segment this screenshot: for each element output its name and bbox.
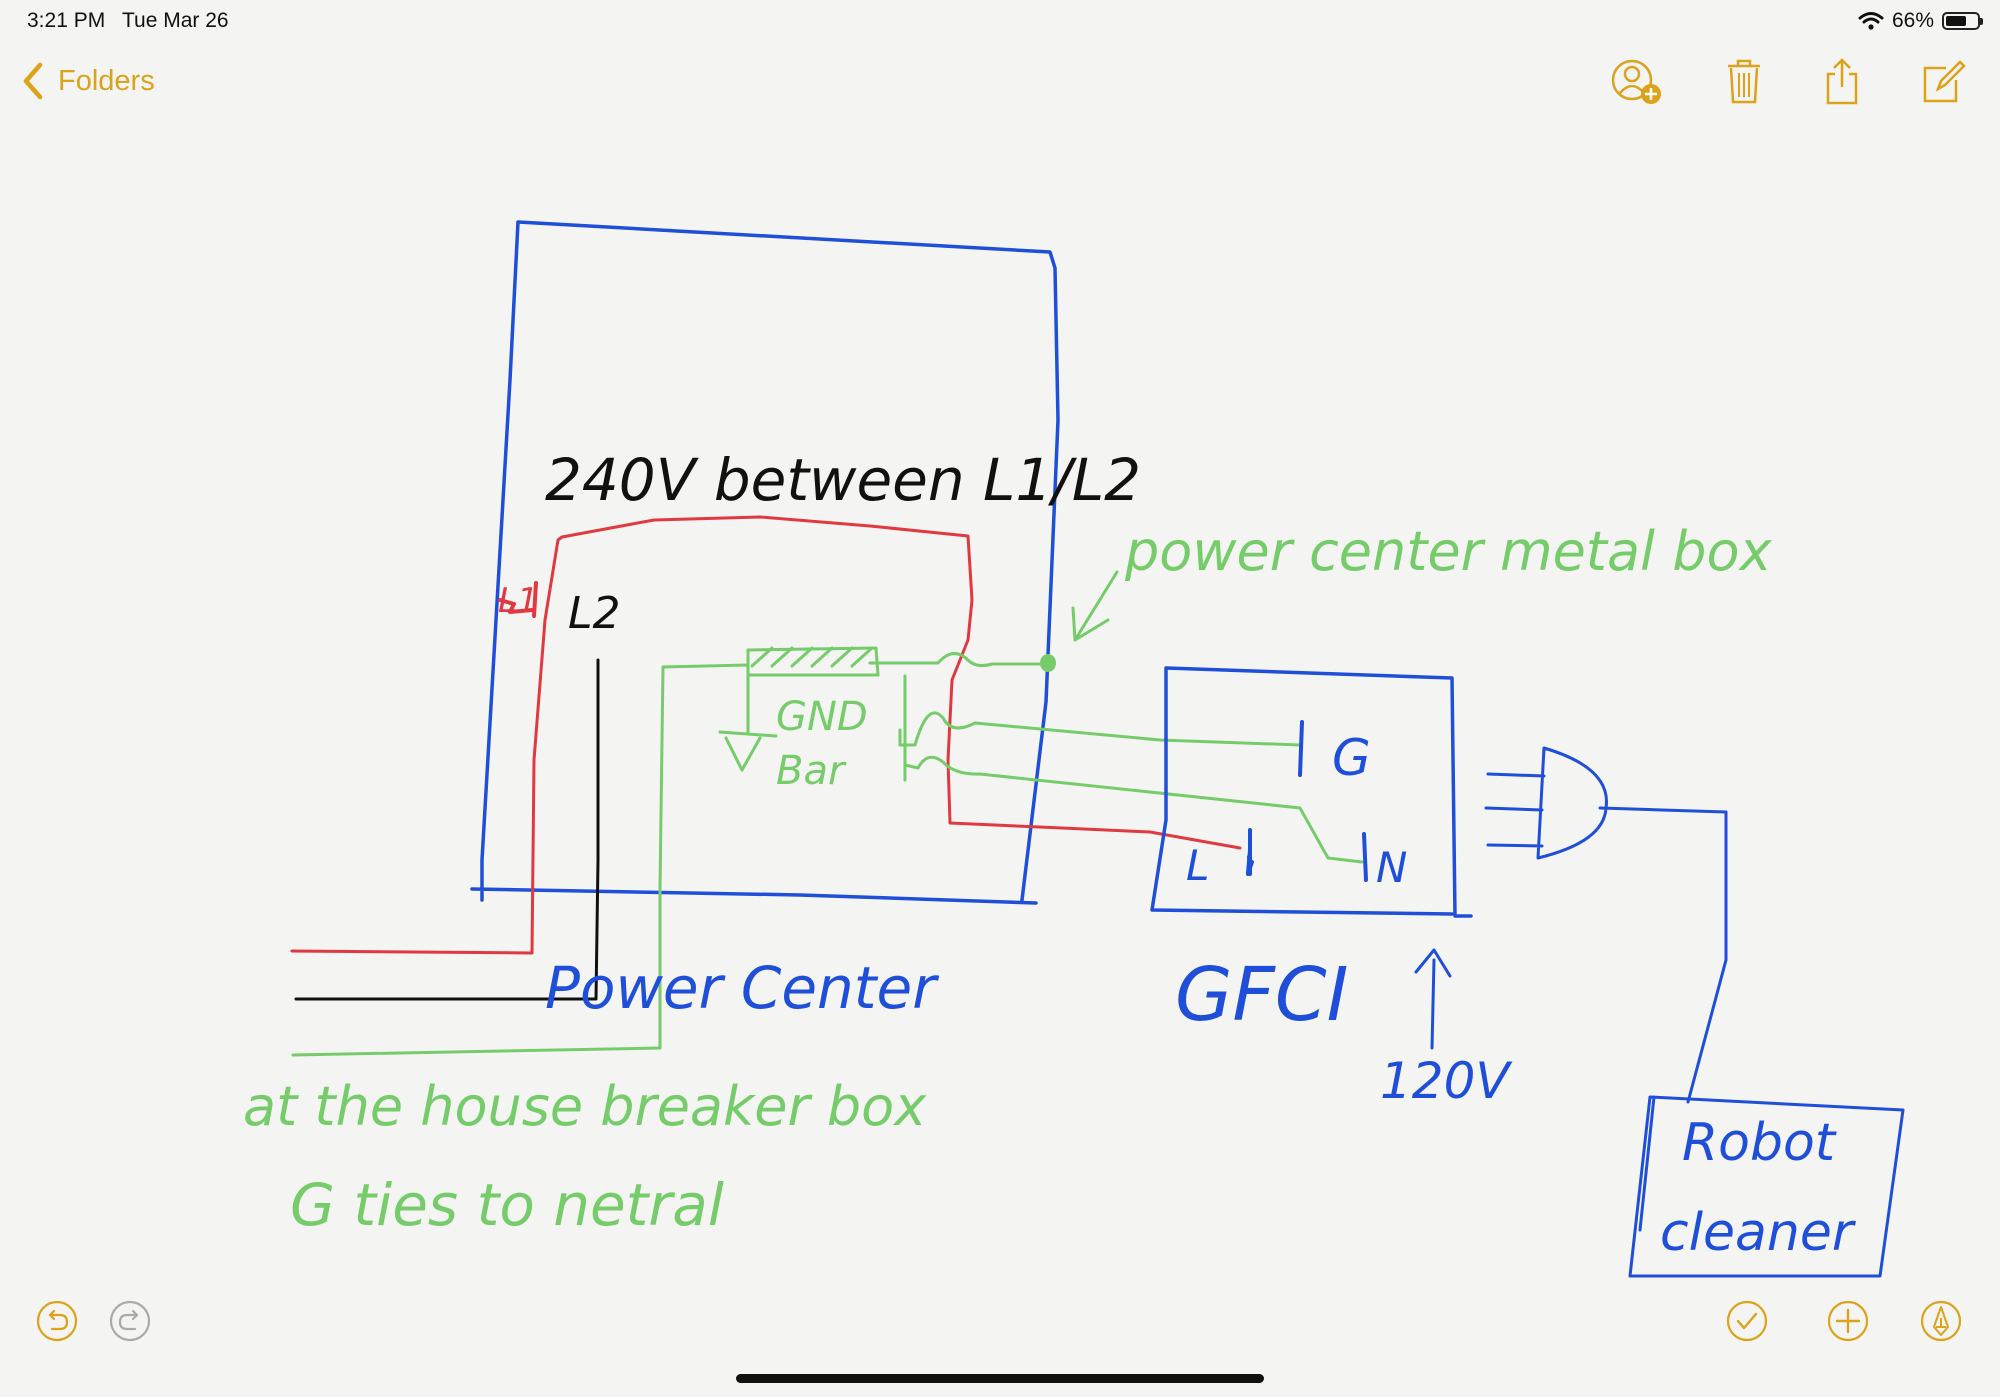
status-date: Tue Mar 26 <box>122 9 229 32</box>
breaker-note-1: at the house breaker box <box>243 1075 927 1138</box>
status-bar: 3:21 PM Tue Mar 26 66% <box>0 0 2000 42</box>
robot-cable <box>1686 810 1728 1104</box>
gfci-n-label: N <box>1376 843 1407 892</box>
l1-marker <box>498 581 538 618</box>
share-icon <box>1826 58 1858 105</box>
l2-wire <box>294 658 600 1001</box>
gfci-g-label: G <box>1332 729 1371 787</box>
power-center-box <box>470 220 1060 905</box>
ground-wire <box>291 646 1046 1057</box>
gnd-bar-label-2: Bar <box>776 748 847 794</box>
home-indicator[interactable] <box>736 1374 1264 1383</box>
nav-bar: Folders <box>0 56 2000 106</box>
wifi-icon <box>1858 12 1884 30</box>
battery-fill <box>1946 16 1966 26</box>
pen-circle-icon <box>1920 1300 1962 1342</box>
voltage-note: 240V between L1/L2 <box>545 446 1141 514</box>
gnd-symbol <box>718 673 778 772</box>
supply-120v-label: 120V <box>1380 1052 1513 1110</box>
robot-label-1: Robot <box>1682 1113 1837 1173</box>
metal-box-note: power center metal box <box>1124 520 1773 583</box>
redo-icon <box>109 1300 151 1342</box>
compose-button[interactable] <box>1916 56 1968 108</box>
battery-icon <box>1942 12 1983 30</box>
gnd-bar-hatching <box>750 646 874 668</box>
plus-circle-icon <box>1827 1300 1869 1342</box>
power-center-label: Power Center <box>545 954 939 1022</box>
redo-button[interactable] <box>109 1300 151 1342</box>
gfci-label: GFCI <box>1175 952 1348 1038</box>
ground-junction <box>1040 654 1056 672</box>
compose-icon <box>1923 60 1966 103</box>
gfci-box <box>1150 666 1473 918</box>
label-l1: L1 <box>498 581 539 621</box>
undo-icon <box>36 1300 78 1342</box>
trash-button[interactable] <box>1718 56 1770 108</box>
add-button[interactable] <box>1827 1300 1869 1342</box>
battery-percent: 66% <box>1891 9 1934 32</box>
markup-button[interactable] <box>1920 1300 1962 1342</box>
add-person-button[interactable] <box>1608 56 1661 108</box>
gnd-bar-label-1: GND <box>776 694 868 740</box>
chevron-left-icon <box>23 62 43 100</box>
undo-button[interactable] <box>36 1300 78 1342</box>
add-person-icon <box>1611 59 1661 104</box>
gfci-terminal-n <box>1362 832 1368 882</box>
robot-box <box>1628 1095 1905 1278</box>
status-time: 3:21 PM <box>27 9 106 32</box>
share-button[interactable] <box>1816 56 1868 108</box>
l1-wire <box>290 515 1242 955</box>
gfci-l-label: L <box>1186 841 1209 890</box>
trash-icon <box>1728 59 1760 104</box>
checklist-button[interactable] <box>1726 1300 1768 1342</box>
back-label: Folders <box>58 64 155 97</box>
neutral-wire <box>898 674 1364 864</box>
breaker-note-2: G ties to netral <box>290 1171 724 1239</box>
status-right: 66% <box>1858 8 1983 34</box>
checkmark-circle-icon <box>1726 1300 1768 1342</box>
plug <box>1484 746 1728 860</box>
label-l2: L2 <box>568 588 621 639</box>
robot-label-2: cleaner <box>1660 1203 1857 1263</box>
back-button[interactable]: Folders <box>22 60 155 102</box>
supply-arrow <box>1414 948 1452 1050</box>
metal-box-arrow <box>1071 570 1119 642</box>
gfci-terminals <box>1246 720 1304 876</box>
